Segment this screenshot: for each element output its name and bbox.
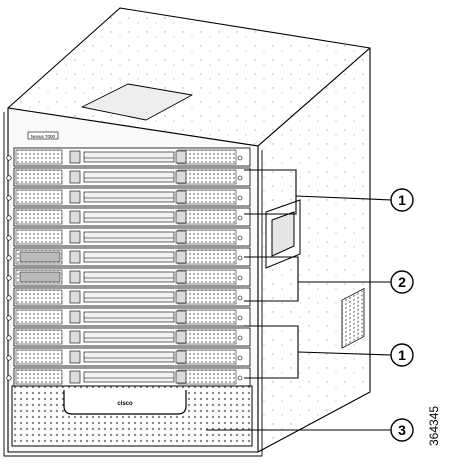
side-handle	[265, 199, 301, 269]
callout-3-number: 3	[398, 422, 406, 438]
side-vent	[341, 287, 365, 349]
module-slot	[13, 147, 251, 167]
ejector-lever	[6, 330, 243, 344]
figure-id-label: 364345	[427, 405, 441, 446]
module-slot	[13, 187, 251, 207]
fan-tray: cisco	[11, 385, 253, 447]
brand-label: cisco	[117, 401, 133, 407]
module-slot	[13, 207, 251, 227]
callout-2: 2	[390, 270, 414, 294]
ejector-lever	[6, 270, 243, 284]
ejector-lever	[6, 230, 243, 244]
callout-1-lower: 1	[390, 343, 414, 367]
chassis-model-label: Nexus 7000	[31, 134, 56, 139]
ejector-lever	[6, 170, 243, 184]
ejector-lever	[6, 370, 243, 384]
fan-tray-handle	[63, 390, 187, 415]
callout-1-lower-number: 1	[398, 347, 406, 363]
module-slot	[13, 327, 251, 347]
ejector-lever	[6, 190, 243, 204]
top-hatch-panel	[81, 83, 193, 121]
module-slot	[13, 307, 251, 327]
ejector-lever	[6, 310, 243, 324]
module-slot	[13, 367, 251, 387]
chassis-label-plate	[27, 131, 59, 140]
callout-3: 3	[390, 418, 414, 442]
ejector-lever	[6, 350, 243, 364]
module-slot	[13, 167, 251, 187]
ejector-levers	[6, 150, 243, 384]
module-slot	[13, 347, 251, 367]
callout-2-number: 2	[398, 274, 406, 290]
supervisor-port-band	[19, 251, 61, 263]
ejector-lever	[6, 150, 243, 164]
ejector-lever	[6, 210, 243, 224]
callout-leaders	[206, 169, 393, 431]
callout-1-upper: 1	[390, 188, 414, 212]
callout-1-upper-number: 1	[398, 192, 406, 208]
ejector-lever	[6, 250, 243, 264]
supervisor-port-band	[19, 271, 61, 283]
module-slot	[13, 287, 251, 307]
module-slot	[13, 227, 251, 247]
ejector-lever	[6, 290, 243, 304]
